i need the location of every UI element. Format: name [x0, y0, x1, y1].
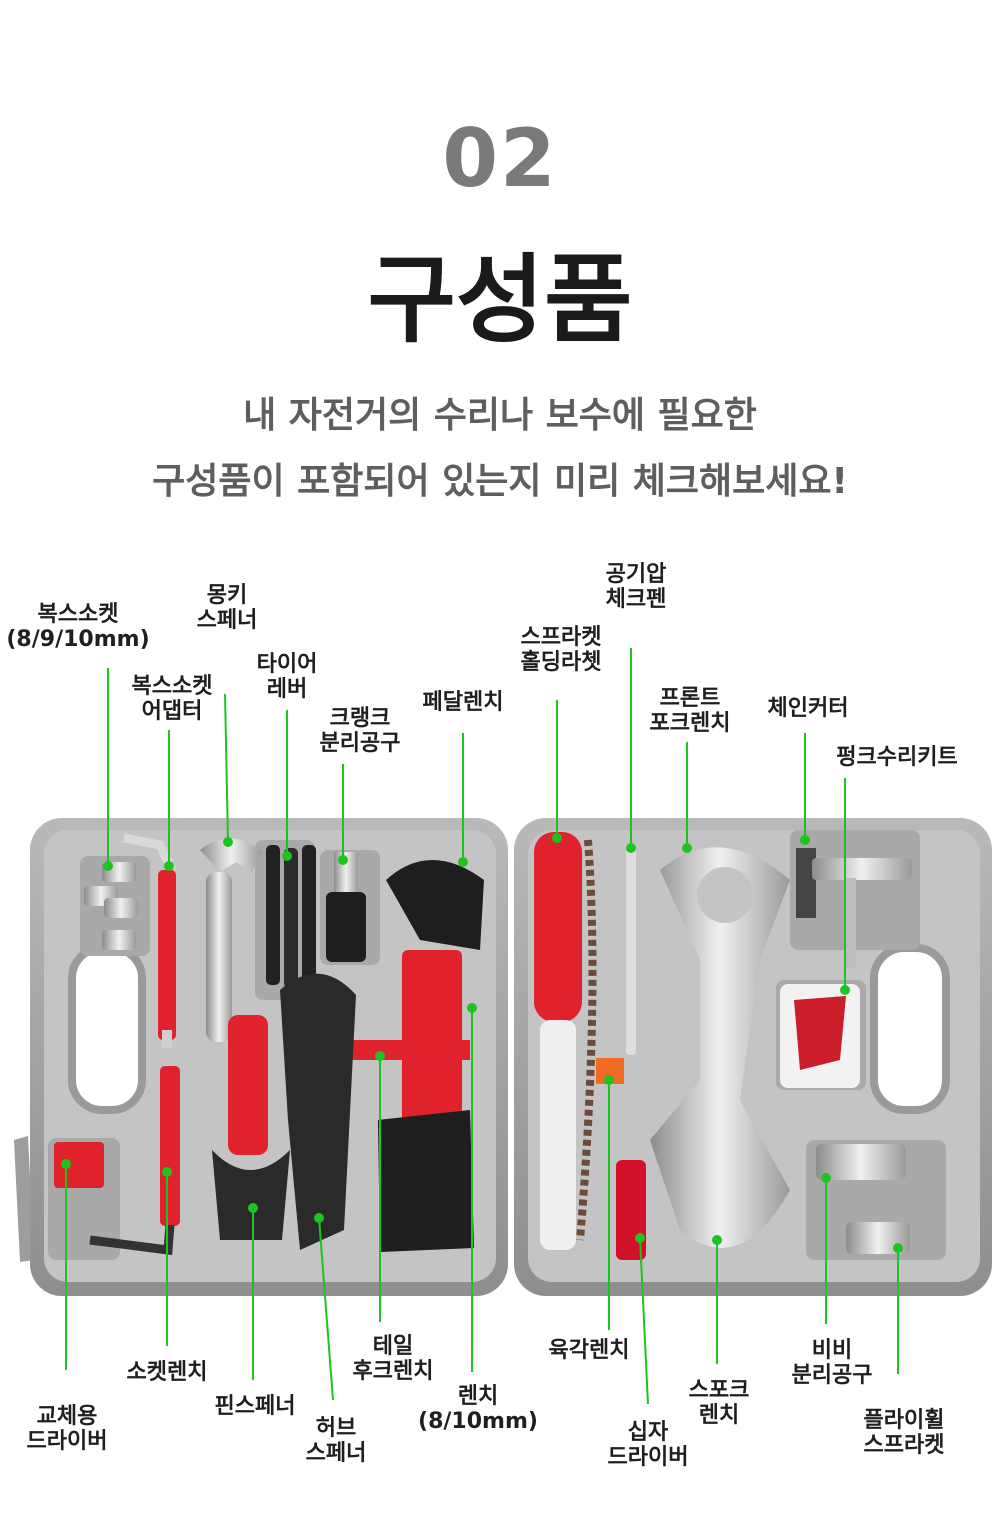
label-pin-spanner: 핀스페너: [214, 1394, 296, 1419]
section-number: 02: [442, 112, 558, 205]
toolkit-illustration: [14, 648, 992, 1405]
front-fork-wrench-tool: [650, 847, 790, 1248]
hinge-bottom: [14, 1136, 34, 1262]
bb-tool: [816, 1144, 906, 1180]
section-title: 구성품: [367, 244, 633, 356]
monkey-spanner-tool: [200, 838, 262, 1042]
subtitle-line-1: 내 자전거의 수리나 보수에 필요한: [243, 395, 757, 436]
leader-dots: [61, 833, 903, 1253]
tire-levers: [266, 845, 316, 988]
subtitle-line-2: 구성품이 포함되어 있는지 미리 체크해보세요!: [152, 461, 848, 502]
leader-lines: [65, 648, 899, 1405]
pin-spanner-tool: [212, 1015, 290, 1240]
sprocket-holder-tool: [534, 832, 597, 1250]
pedal-wrench-tool: [340, 860, 484, 1252]
label-wrench-8-10: 렌치(8/10mm): [418, 1384, 538, 1434]
label-chain-cutter: 체인커터: [767, 696, 849, 721]
label-socket-wrench: 소켓렌치: [126, 1360, 208, 1385]
air-pressure-pen-tool: [626, 845, 636, 1055]
label-puncture-kit: 펑크수리키트: [836, 745, 958, 770]
label-box-socket: 복스소켓(8/9/10mm): [6, 602, 150, 652]
box-sockets: [84, 862, 138, 950]
chain-cutter-tool: [796, 848, 912, 968]
label-hex-wrench: 육각렌치: [548, 1338, 630, 1363]
cross-driver-tool: [616, 1160, 646, 1260]
header: 02 구성품 내 자전거의 수리나 보수에 필요한 구성품이 포함되어 있는지 …: [0, 0, 1000, 540]
hub-spanner-tool: [280, 973, 356, 1250]
label-pedal-wrench: 페달렌치: [422, 690, 504, 715]
toolkit-photo: [0, 540, 1000, 1524]
